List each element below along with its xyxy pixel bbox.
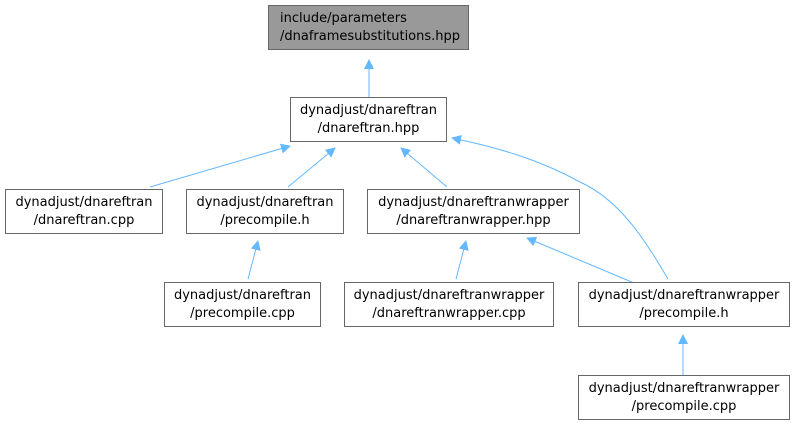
node-label-line1: include/parameters — [280, 10, 407, 26]
node-dnareftranwrapper-precompile-cpp[interactable]: dynadjust/dnareftranwrapper /precompile.… — [578, 375, 790, 420]
node-label-line2: /precompile.cpp — [190, 305, 295, 321]
node-dnareftranwrapper-cpp[interactable]: dynadjust/dnareftranwrapper /dnareftranw… — [344, 282, 554, 327]
node-dnareftran-cpp[interactable]: dynadjust/dnareftran /dnareftran.cpp — [5, 189, 163, 234]
edge-wrapper-precompile-h-to-dnareftran-hpp — [451, 134, 669, 280]
node-label-line2: /precompile.h — [220, 212, 310, 228]
node-label-line2: /dnareftranwrapper.hpp — [396, 212, 551, 228]
node-label-line1: dynadjust/dnareftran — [299, 102, 437, 118]
edge-precompile-cpp-to-precompile-h — [247, 240, 261, 280]
node-dnareftranwrapper-precompile-h[interactable]: dynadjust/dnareftranwrapper /precompile.… — [578, 282, 790, 327]
edge-dnareftranwrapper-hpp-to-dnareftran-hpp — [400, 147, 448, 188]
node-label-line2: /precompile.cpp — [631, 398, 737, 414]
edge-wrapper-precompile-h-to-dnareftranwrapper-hpp — [526, 236, 635, 284]
node-label-line1: dynadjust/dnareftran — [196, 194, 334, 210]
node-label-line2: /dnareftranwrapper.cpp — [372, 305, 526, 321]
node-label-line1: dynadjust/dnareftranwrapper — [353, 287, 545, 303]
node-label-line2: /dnareftran.hpp — [317, 120, 420, 136]
node-label-line1: dynadjust/dnareftranwrapper — [588, 287, 780, 303]
node-label-line2: /precompile.h — [639, 305, 729, 321]
node-dnareftran-hpp[interactable]: dynadjust/dnareftran /dnareftran.hpp — [290, 97, 447, 142]
node-label-line2: /dnaframesubstitutions.hpp — [280, 28, 461, 44]
edge-dnareftranwrapper-cpp-to-dnareftranwrapper-hpp — [455, 240, 469, 280]
node-dnareftran-precompile-cpp[interactable]: dynadjust/dnareftran /precompile.cpp — [164, 282, 321, 327]
edge-precompile-h-to-dnareftran-hpp — [287, 147, 336, 188]
node-label-line2: /dnareftran.cpp — [33, 212, 135, 228]
node-label-line1: dynadjust/dnareftranwrapper — [588, 380, 780, 396]
node-dnareftranwrapper-hpp[interactable]: dynadjust/dnareftranwrapper /dnareftranw… — [367, 189, 580, 234]
node-dnaframesubstitutions-hpp[interactable]: include/parameters /dnaframesubstitution… — [268, 5, 469, 50]
node-label-line1: dynadjust/dnareftran — [173, 287, 311, 303]
node-label-line1: dynadjust/dnareftranwrapper — [378, 194, 569, 210]
edge-dnareftran-cpp-to-dnareftran-hpp — [149, 143, 291, 188]
node-dnareftran-precompile-h[interactable]: dynadjust/dnareftran /precompile.h — [186, 189, 344, 234]
node-label-line1: dynadjust/dnareftran — [15, 194, 153, 210]
